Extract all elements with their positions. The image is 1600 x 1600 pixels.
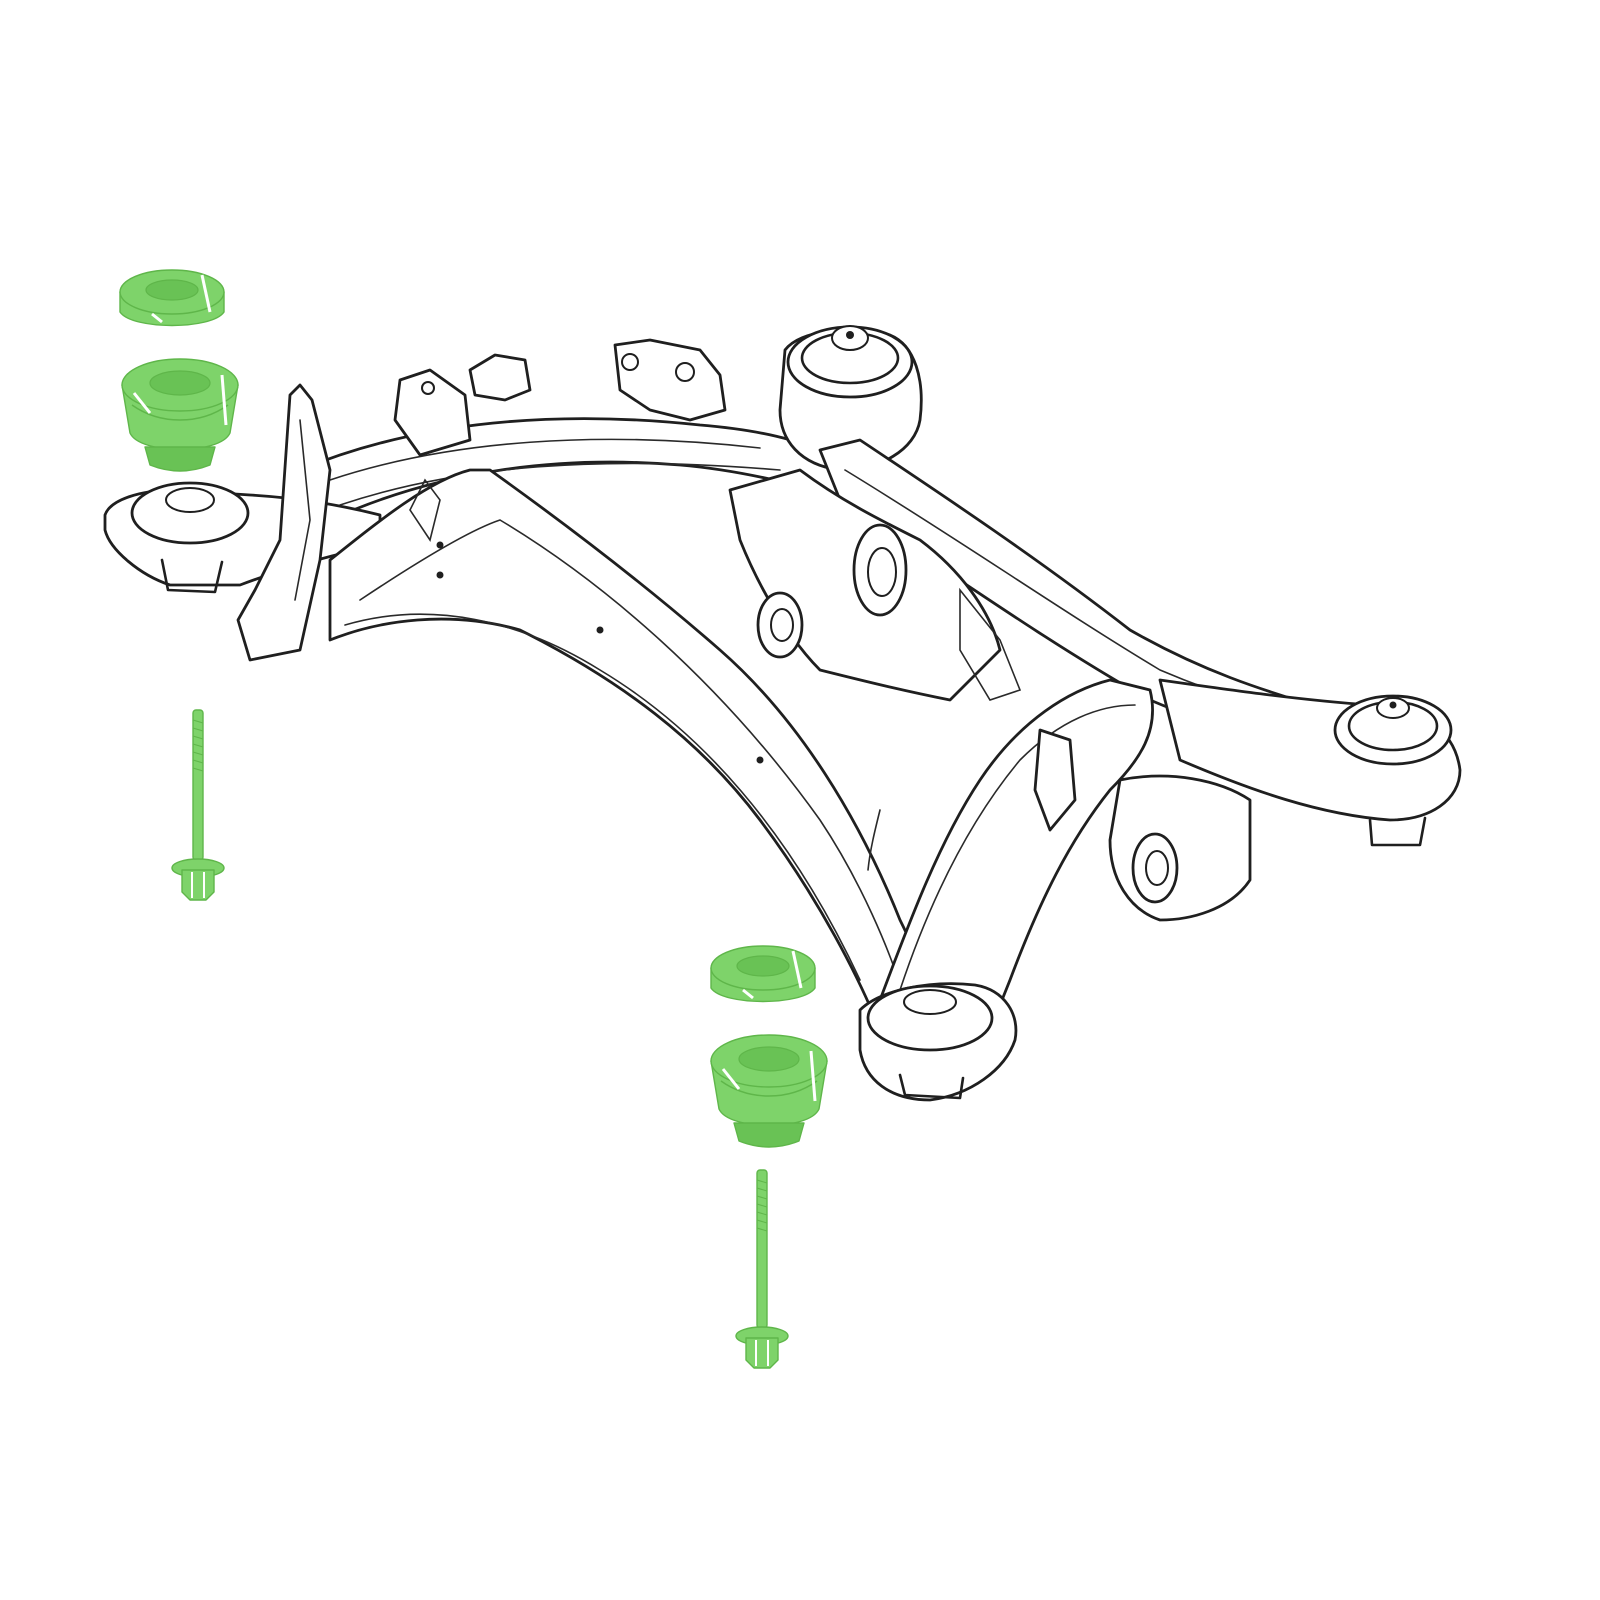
mounting-bolt-right	[735, 1169, 789, 1369]
lower-bushing-right	[710, 1034, 828, 1148]
upper-bushing-washer-left	[119, 269, 225, 327]
subframe-body	[103, 325, 1462, 1102]
upper-bushing-washer-right	[710, 945, 816, 1003]
front-left-mount-cup	[866, 984, 994, 1052]
highlighted-parts	[119, 269, 828, 1369]
top-bracket-mid	[613, 338, 727, 422]
lower-bushing-left	[121, 358, 239, 472]
right-longitudinal-beam	[878, 678, 1154, 1032]
right-lower-bracket	[1108, 774, 1252, 922]
top-bracket-left	[468, 353, 532, 402]
mounting-bolt-left	[171, 709, 225, 901]
left-rear-bracket	[236, 383, 332, 662]
right-front-mount-cup	[1333, 694, 1453, 766]
